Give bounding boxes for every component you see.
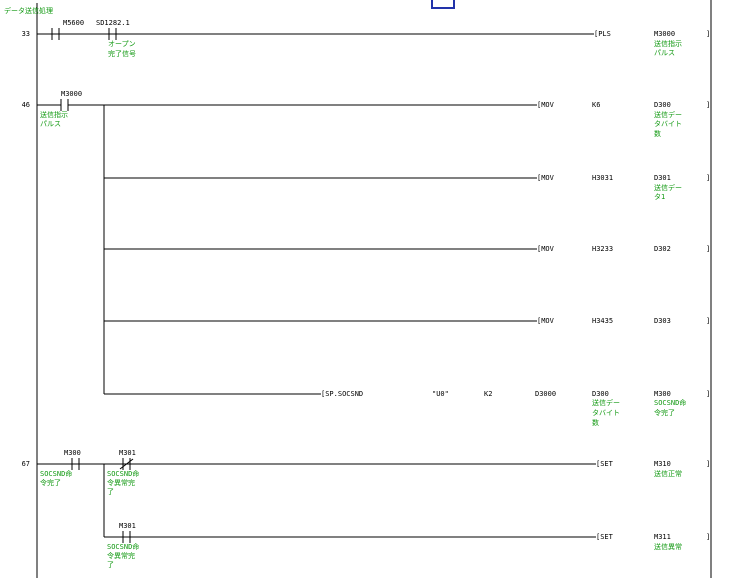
- contact-m3000[interactable]: M3000 送信指示 パルス: [37, 90, 104, 128]
- operand-dest: M310: [654, 460, 671, 468]
- instruction-mnemonic: [MOV: [537, 245, 555, 253]
- operand-dest: D300: [654, 101, 671, 109]
- device-label: M3000: [61, 90, 82, 98]
- instruction-set-m311[interactable]: [SET M311 送信異常 ]: [596, 533, 710, 551]
- operand-data: D300: [592, 390, 609, 398]
- contact-sd1282-1[interactable]: SD1282.1 オープン 完了信号: [96, 19, 136, 58]
- device-comment: 令異常完: [107, 478, 135, 487]
- instruction-pls[interactable]: [PLS M3000 送信指示 パルス ]: [594, 30, 710, 57]
- instruction-mov-h3031[interactable]: [MOV H3031 D301 送信デー タ1 ]: [104, 174, 710, 201]
- contact-m301-nc[interactable]: M301 SOCSND命 令異常完 了: [107, 449, 139, 496]
- instruction-mnemonic: [MOV: [537, 317, 555, 325]
- operand-comment: 数: [654, 129, 661, 138]
- close-bracket: ]: [706, 533, 710, 541]
- instruction-sp-socsnd[interactable]: [SP.SOCSND "U0" K2 D3000 D300 送信デー タバイト …: [104, 390, 710, 427]
- operand-source: K6: [592, 101, 600, 109]
- section-comment: データ送信処理: [4, 6, 53, 15]
- instruction-mnemonic: [SET: [596, 533, 614, 541]
- close-bracket: ]: [706, 460, 710, 468]
- instruction-mov-h3233[interactable]: [MOV H3233 D302 ]: [104, 245, 710, 253]
- contact-m300[interactable]: M300 SOCSND命 令完了: [40, 449, 81, 487]
- device-comment: SOCSND命: [107, 469, 139, 478]
- device-label: SD1282.1: [96, 19, 130, 27]
- operand-source: H3435: [592, 317, 613, 325]
- device-label: M5600: [63, 19, 84, 27]
- instruction-mov-k6[interactable]: [MOV K6 D300 送信デー タバイト 数 ]: [104, 101, 710, 138]
- device-comment: 送信指示: [40, 110, 68, 119]
- operand-comment: 送信異常: [654, 542, 682, 551]
- operand-comment: 送信デー: [654, 183, 682, 192]
- close-bracket: ]: [706, 245, 710, 253]
- instruction-mnemonic: [SET: [596, 460, 614, 468]
- operand-dest: M3000: [654, 30, 675, 38]
- device-comment: 令異常完: [107, 551, 135, 560]
- operand-dest: D301: [654, 174, 671, 182]
- operand-count: K2: [484, 390, 492, 398]
- operand-connection: "U0": [432, 390, 449, 398]
- device-comment: 令完了: [40, 478, 61, 487]
- operand-comment: 令完了: [654, 408, 675, 417]
- close-bracket: ]: [706, 30, 710, 38]
- device-label: M300: [64, 449, 81, 457]
- operand-dest: D303: [654, 317, 671, 325]
- operand-completion: M300: [654, 390, 671, 398]
- rung-46[interactable]: 46 M3000 送信指示 パルス [MOV K6 D300 送信デー タバイト…: [22, 90, 711, 427]
- operand-comment: 送信デー: [654, 110, 682, 119]
- instruction-mnemonic: [MOV: [537, 101, 555, 109]
- operand-comment: SOCSND命: [654, 398, 686, 407]
- close-bracket: ]: [706, 390, 710, 398]
- rung-33[interactable]: 33 M5600 SD1282.1 オープン 完了信号 [PLS M3000 送…: [22, 19, 711, 58]
- editor-cursor[interactable]: [431, 0, 455, 9]
- device-comment: 完了信号: [108, 49, 136, 58]
- instruction-set-m310[interactable]: [SET M310 送信正常 ]: [596, 460, 710, 478]
- contact-m301-no[interactable]: M301 SOCSND命 令異常完 了: [107, 522, 139, 569]
- step-number: 33: [22, 30, 30, 38]
- operand-comment: タバイト: [654, 119, 682, 128]
- operand-comment: 送信正常: [654, 469, 682, 478]
- contact-m5600[interactable]: M5600: [51, 19, 84, 40]
- device-comment: SOCSND命: [40, 469, 72, 478]
- device-label: M301: [119, 522, 136, 530]
- operand-dest: M311: [654, 533, 671, 541]
- rung-67[interactable]: 67 M300 SOCSND命 令完了 M301 SOCSND命 令異常完 了 …: [22, 449, 711, 569]
- operand-comment: 数: [592, 418, 599, 427]
- operand-source: H3031: [592, 174, 613, 182]
- device-comment: SOCSND命: [107, 542, 139, 551]
- device-comment: パルス: [40, 120, 61, 128]
- device-comment: 了: [107, 561, 114, 569]
- operand-comment: 送信デー: [592, 398, 620, 407]
- operand-comment: 送信指示: [654, 39, 682, 48]
- step-number: 67: [22, 460, 30, 468]
- operand-control: D3000: [535, 390, 556, 398]
- step-number: 46: [22, 101, 30, 109]
- operand-comment: パルス: [654, 49, 675, 57]
- close-bracket: ]: [706, 317, 710, 325]
- device-comment: オープン: [108, 40, 136, 48]
- instruction-mov-h3435[interactable]: [MOV H3435 D303 ]: [104, 317, 710, 325]
- device-comment: 了: [107, 488, 114, 496]
- instruction-mnemonic: [SP.SOCSND: [321, 390, 363, 398]
- operand-comment: タ1: [654, 192, 665, 201]
- close-bracket: ]: [706, 101, 710, 109]
- operand-dest: D302: [654, 245, 671, 253]
- device-label: M301: [119, 449, 136, 457]
- instruction-mnemonic: [MOV: [537, 174, 555, 182]
- operand-comment: タバイト: [592, 408, 620, 417]
- close-bracket: ]: [706, 174, 710, 182]
- instruction-mnemonic: [PLS: [594, 30, 611, 38]
- operand-source: H3233: [592, 245, 613, 253]
